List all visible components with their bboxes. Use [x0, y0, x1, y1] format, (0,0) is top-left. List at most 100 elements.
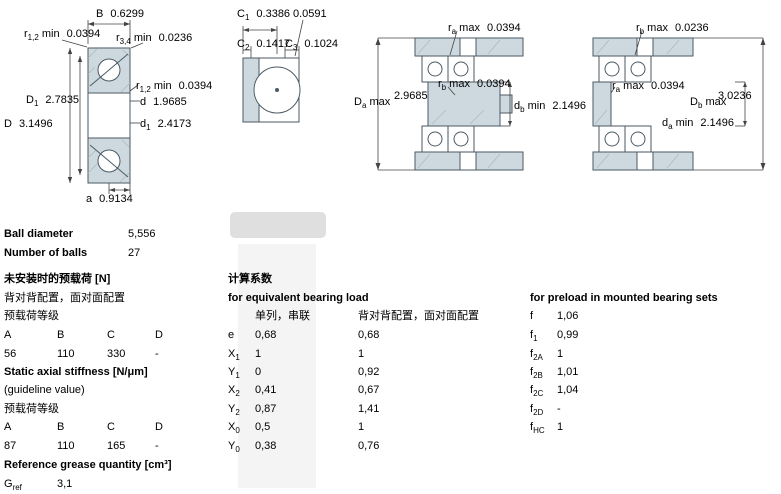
dim-value: 0.0394 — [178, 80, 213, 92]
dim-sub: 1 — [146, 123, 151, 133]
dim-sym: d — [514, 100, 521, 112]
dim-suffix: min — [150, 80, 172, 92]
col-header: C — [107, 329, 115, 341]
dim-sym: Y — [228, 366, 236, 378]
dimension-lines — [375, 30, 512, 171]
cell: 1,41 — [358, 403, 380, 415]
dim-sub: HC — [533, 426, 545, 436]
label: 预载荷等级 — [4, 403, 59, 415]
cell: 0,38 — [255, 440, 277, 452]
dim-sub: b — [441, 83, 447, 93]
cell: 1 — [358, 421, 365, 433]
dim-value: 2.7835 — [45, 94, 80, 106]
dim-sym: X — [228, 348, 236, 360]
cell: 1 — [557, 421, 564, 433]
dim-sub: 2C — [533, 389, 544, 399]
cell: 0 — [255, 366, 262, 378]
dim-sym: X — [228, 384, 236, 396]
label: 背对背配置，面对面配置 — [4, 292, 125, 304]
dim-sym: r — [438, 78, 442, 90]
dim-value: 0.9134 — [99, 193, 133, 205]
cell: 0,5 — [255, 421, 271, 433]
figure-cross-section-drawing — [61, 20, 144, 194]
dim-suffix: min — [130, 32, 152, 44]
dim-value: 0.0236 — [158, 32, 193, 44]
label: 预载荷等级 — [4, 310, 59, 322]
dim-sym: f — [530, 310, 534, 322]
dim-sym: G — [4, 478, 13, 490]
bearing-pair-section — [598, 55, 652, 153]
dim-suffix: max — [620, 80, 644, 92]
preload-unmounted-subtitle: 背对背配置，面对面配置 — [4, 291, 125, 305]
factor-row-f2D: f2D- — [530, 402, 561, 417]
dim-sym: d — [140, 118, 147, 130]
dim-sym: D — [4, 118, 12, 130]
bearing-pair-section — [421, 55, 475, 153]
col-header: B — [57, 421, 65, 433]
cell: 0,41 — [255, 384, 277, 396]
dim-value: 3.1496 — [18, 118, 53, 130]
dim-sub: 1 — [235, 353, 240, 363]
col-header: B — [57, 329, 65, 341]
cell: 1,04 — [557, 384, 579, 396]
dim-value-Da-max: 2.9685 — [394, 90, 428, 102]
cell: 110 — [57, 440, 75, 452]
preload-class-label: 预载荷等级 — [4, 309, 59, 323]
dim-value: 1.9685 — [153, 96, 187, 108]
dim-sub: a — [615, 85, 621, 95]
cell: - — [155, 440, 159, 452]
dim-value: 3.0236 — [718, 90, 752, 102]
watermark — [228, 210, 332, 492]
dim-sym: D — [26, 94, 34, 106]
figure-front-view-drawing — [242, 19, 304, 123]
dim-sym: D — [354, 96, 362, 108]
dim-sym: C — [237, 38, 245, 50]
dim-sym: f — [530, 348, 534, 360]
dim-value: 0.0236 — [674, 22, 709, 34]
dim-sub: 2 — [235, 389, 240, 399]
cell: 0,68 — [255, 329, 277, 341]
ball-icon — [604, 131, 620, 147]
dim-suffix: max — [366, 96, 391, 108]
col-header: 背对背配置，面对面配置 — [358, 310, 479, 322]
dim-label-Db-max: Db max — [690, 96, 726, 110]
dim-sub: a — [361, 101, 367, 111]
cell: 165 — [107, 440, 126, 452]
dim-sub: 3 — [292, 43, 298, 53]
dim-value-Db-max: 3.0236 — [718, 90, 752, 102]
cell: - — [155, 348, 159, 360]
dim-sym: f — [530, 403, 534, 415]
dim-suffix: min — [38, 28, 60, 40]
dim-sub: 1 — [33, 99, 39, 109]
dim-sub: 2A — [533, 353, 543, 363]
cell: 1 — [557, 348, 564, 360]
dim-sub: 2B — [533, 371, 543, 381]
dim-value: 0.1417 — [256, 38, 291, 50]
dim-sub: 1 — [235, 371, 240, 381]
dim-value: 0.6299 — [110, 8, 144, 20]
dim-sym: D — [690, 96, 698, 108]
dim-sub: 0 — [235, 445, 240, 455]
ball-icon — [453, 131, 469, 147]
preload-factors-title: for preload in mounted bearing sets — [530, 291, 718, 305]
dim-value: 0.0394 — [476, 78, 511, 90]
dim-sym: f — [530, 384, 534, 396]
col-header: D — [155, 329, 163, 341]
dim-sub: 1,2 — [27, 33, 39, 43]
